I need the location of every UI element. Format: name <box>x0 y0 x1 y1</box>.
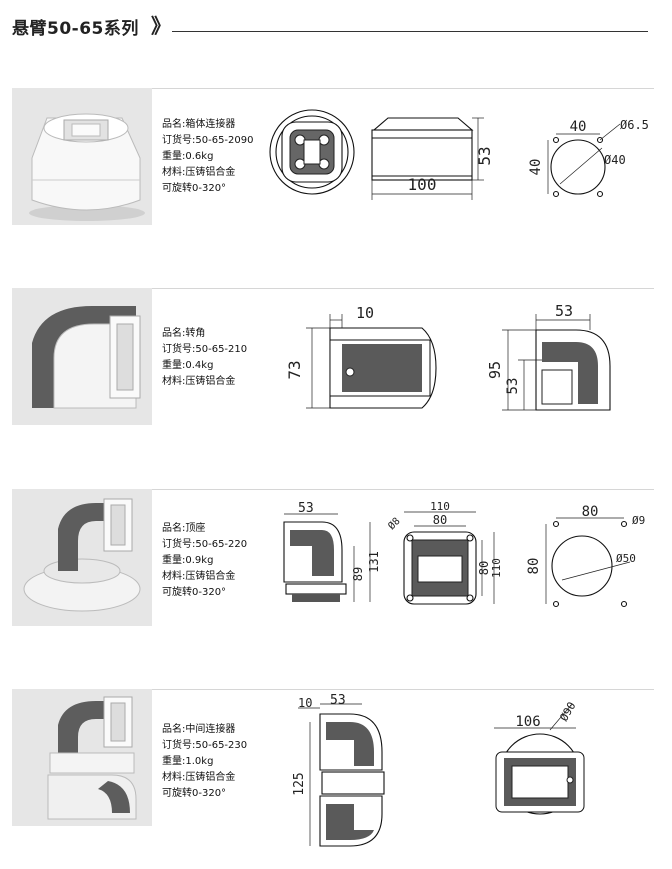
product-photo-middle-connector <box>12 689 152 826</box>
spec-order: 订货号:50-65-230 <box>162 740 248 751</box>
dim-spacing-b: 80 <box>526 558 542 575</box>
dim-side-2: 110 <box>490 558 503 578</box>
spec-weight: 重量:0.6kg <box>162 151 214 162</box>
corner-side-view: 53 95 53 <box>486 302 611 411</box>
box-connector-top-view <box>269 109 355 195</box>
dim-width: 100 <box>408 175 437 194</box>
middle-connector-top-view: 106 Ø90 <box>494 700 585 815</box>
dim-width: 53 <box>555 302 573 320</box>
page-title: 悬臂50-65系列 <box>12 19 139 39</box>
row-divider <box>152 88 654 89</box>
spec-material: 材料:压铸铝合金 <box>162 167 236 178</box>
spec-weight: 重量:0.9kg <box>162 555 214 566</box>
dim-hole: Ø8 <box>386 515 403 532</box>
dim-thickness: 10 <box>356 304 374 322</box>
product-photo-box-connector <box>12 88 152 225</box>
spec-order: 订货号:50-65-220 <box>162 539 248 550</box>
title-chevron-icon: 》 <box>151 14 171 38</box>
dim-width: 53 <box>298 501 314 516</box>
product-photo-corner <box>12 288 152 425</box>
dim-side-1: 80 <box>477 561 491 575</box>
dim-spacing-b: 40 <box>528 159 544 176</box>
dim-height-1: 89 <box>351 567 365 581</box>
dim-height: 125 <box>292 772 307 795</box>
spec-rotate: 可旋转0-320° <box>162 587 227 598</box>
middle-connector-photo-icon <box>47 696 137 820</box>
dim-spacing-a: 40 <box>570 119 587 135</box>
corner-front-view: 10 73 <box>285 304 437 409</box>
row-divider <box>152 288 654 289</box>
box-connector-photo-icon <box>29 113 145 221</box>
title-rule <box>172 31 648 32</box>
spec-name: 品名:箱体连接器 <box>162 119 236 130</box>
dim-height-3: 53 <box>505 378 521 395</box>
spec-order: 订货号:50-65-2090 <box>162 135 254 146</box>
row-divider <box>152 489 654 490</box>
dim-thickness: 10 <box>298 696 312 710</box>
dim-circle: Ø50 <box>616 552 636 565</box>
spec-material: 材料:压铸铝合金 <box>162 571 236 582</box>
spec-material: 材料:压铸铝合金 <box>162 772 236 783</box>
spec-list: 品名:转角 订货号:50-65-210 重量:0.4kg 材料:压铸铝合金 <box>162 326 247 390</box>
dim-circle: Ø40 <box>604 153 626 167</box>
dim-spacing-a: 80 <box>582 504 599 520</box>
dim-hole-2: Ø9 <box>632 514 645 527</box>
dim-width-2: 106 <box>515 714 540 730</box>
box-connector-hole-pattern: 40 40 Ø6.5 Ø40 <box>528 118 649 198</box>
dim-hole: Ø6.5 <box>620 118 649 132</box>
top-base-photo-icon <box>23 498 141 612</box>
dim-height: 53 <box>475 146 494 165</box>
spec-rotate: 可旋转0-320° <box>162 183 227 194</box>
product-photo-top-base <box>12 489 152 626</box>
box-connector-side-view: 53 100 <box>371 117 494 200</box>
spec-list: 品名:箱体连接器 订货号:50-65-2090 重量:0.6kg 材料:压铸铝合… <box>162 117 253 197</box>
spec-list: 品名:顶座 订货号:50-65-220 重量:0.9kg 材料:压铸铝合金 可旋… <box>162 521 247 601</box>
spec-material: 材料:压铸铝合金 <box>162 376 236 387</box>
spec-name: 品名:中间连接器 <box>162 724 236 735</box>
top-base-side-view: 53 89 131 <box>283 501 381 602</box>
dim-width: 53 <box>330 693 346 708</box>
top-base-hole-pattern: 80 80 Ø9 Ø50 <box>526 504 645 608</box>
spec-order: 订货号:50-65-210 <box>162 344 248 355</box>
spec-name: 品名:转角 <box>162 328 206 339</box>
spec-rotate: 可旋转0-320° <box>162 788 227 799</box>
dim-inner: 80 <box>433 513 447 527</box>
top-base-top-view: 110 80 Ø8 80 110 <box>386 500 503 605</box>
spec-name: 品名:顶座 <box>162 523 206 534</box>
row-divider <box>152 689 654 690</box>
corner-photo-icon <box>32 306 141 409</box>
middle-connector-side-view: 10 53 125 <box>292 693 385 847</box>
dim-height: 73 <box>285 360 304 379</box>
dim-height-2: 131 <box>367 551 381 573</box>
spec-weight: 重量:0.4kg <box>162 360 214 371</box>
spec-list: 品名:中间连接器 订货号:50-65-230 重量:1.0kg 材料:压铸铝合金… <box>162 722 247 802</box>
dim-diameter: Ø90 <box>557 700 578 724</box>
dim-height-2: 95 <box>486 361 504 379</box>
spec-weight: 重量:1.0kg <box>162 756 214 767</box>
dim-outer: 110 <box>430 500 450 513</box>
